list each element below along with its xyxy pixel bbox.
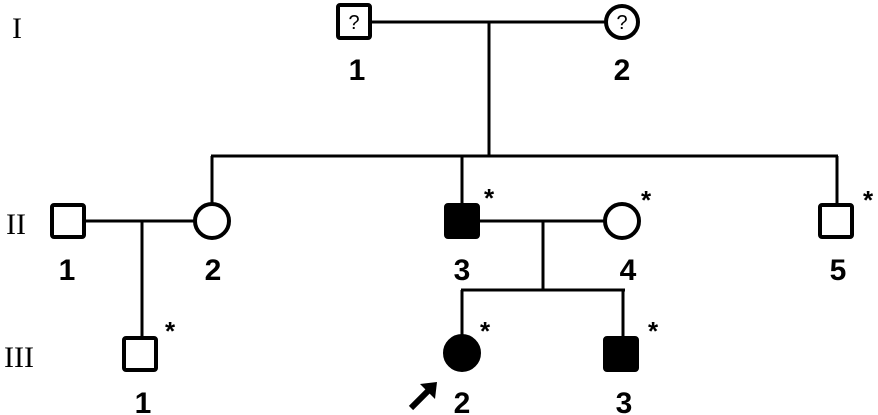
id-label-II-4: 4 xyxy=(620,254,637,287)
id-label-II-3: 3 xyxy=(454,254,471,287)
id-label-II-1: 1 xyxy=(59,254,76,287)
tested-marker-II-5: * xyxy=(863,185,874,215)
unknown-status-marker-I-2: ? xyxy=(616,12,627,34)
generation-label-III: III xyxy=(4,341,34,374)
generation-label-I: I xyxy=(12,12,22,45)
tested-marker-II-4: * xyxy=(641,185,652,215)
individual-II-5-male-square xyxy=(818,203,854,239)
id-label-II-2: 2 xyxy=(205,254,222,287)
id-label-I-2: 2 xyxy=(614,54,631,87)
id-label-II-5: 5 xyxy=(830,254,847,287)
individual-III-3-affected-male-square xyxy=(603,336,639,372)
id-label-III-2: 2 xyxy=(454,387,471,415)
individual-I-2-female-circle xyxy=(604,4,640,40)
individual-II-3-affected-male-square xyxy=(444,203,480,239)
proband-arrow-icon xyxy=(408,382,437,411)
tested-marker-III-3: * xyxy=(648,316,659,346)
individual-III-2-affected-female-circle xyxy=(443,334,481,372)
individual-II-4-female-circle xyxy=(603,202,641,240)
individual-II-1-male-square xyxy=(50,203,86,239)
tested-marker-III-2: * xyxy=(480,316,491,346)
individual-III-1-male-square xyxy=(122,336,158,372)
generation-label-II: II xyxy=(6,208,26,241)
unknown-status-marker-I-1: ? xyxy=(348,12,359,34)
individual-II-2-female-circle xyxy=(193,202,231,240)
tested-marker-II-3: * xyxy=(484,183,495,213)
individual-I-1-male-square xyxy=(336,3,372,40)
id-label-I-1: 1 xyxy=(349,54,366,87)
id-label-III-1: 1 xyxy=(135,387,152,415)
tested-marker-III-1: * xyxy=(165,316,176,346)
id-label-III-3: 3 xyxy=(616,387,633,415)
